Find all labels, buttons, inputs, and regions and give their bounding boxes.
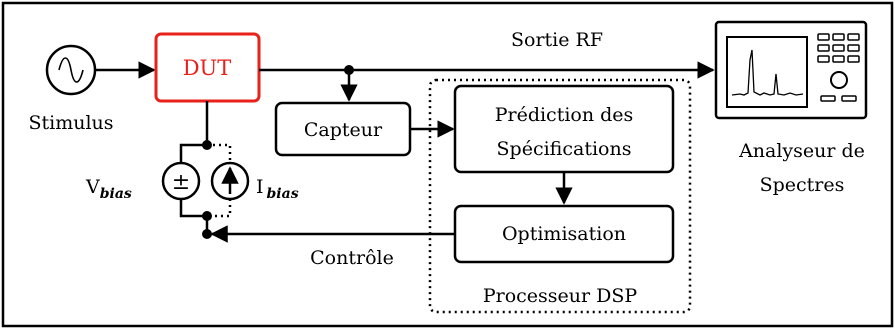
processor-dsp-label: Processeur DSP <box>483 285 638 307</box>
sortie-rf-label: Sortie RF <box>511 29 603 51</box>
controle-label: Contrôle <box>310 247 394 269</box>
analyzer-screen <box>726 36 808 108</box>
v-bias-main: V <box>85 176 100 198</box>
stimulus-source <box>45 44 97 96</box>
stimulus-label: Stimulus <box>28 112 113 134</box>
sine-wave-source-icon <box>58 57 84 83</box>
analyzer-buttons <box>817 33 860 63</box>
analyzer-spectrum-trace <box>731 49 804 96</box>
bias-bottom-dot <box>202 211 212 221</box>
capteur-label: Capteur <box>304 119 383 141</box>
analyzer-knob <box>830 71 848 89</box>
v-bias-label: Vbias <box>85 176 132 202</box>
spectrum-analyzer-icon <box>714 20 868 120</box>
analyzer-label-line2: Spectres <box>760 174 845 196</box>
analyzer-label-line1: Analyseur de <box>738 140 865 162</box>
prediction-label-line2: Spécifications <box>497 138 632 160</box>
voltage-source-icon <box>161 161 201 201</box>
i-bias-main: I <box>256 176 264 198</box>
prediction-label-line1: Prédiction des <box>495 104 634 126</box>
optimisation-label: Optimisation <box>502 223 626 245</box>
i-bias-subscript: bias <box>267 186 299 202</box>
v-bias-subscript: bias <box>100 186 132 202</box>
voltage-source-sign: ± <box>172 170 190 195</box>
processor-dsp-frame <box>428 78 692 314</box>
current-source-dotted-wiring <box>207 143 232 218</box>
dut-label: DUT <box>183 56 232 80</box>
